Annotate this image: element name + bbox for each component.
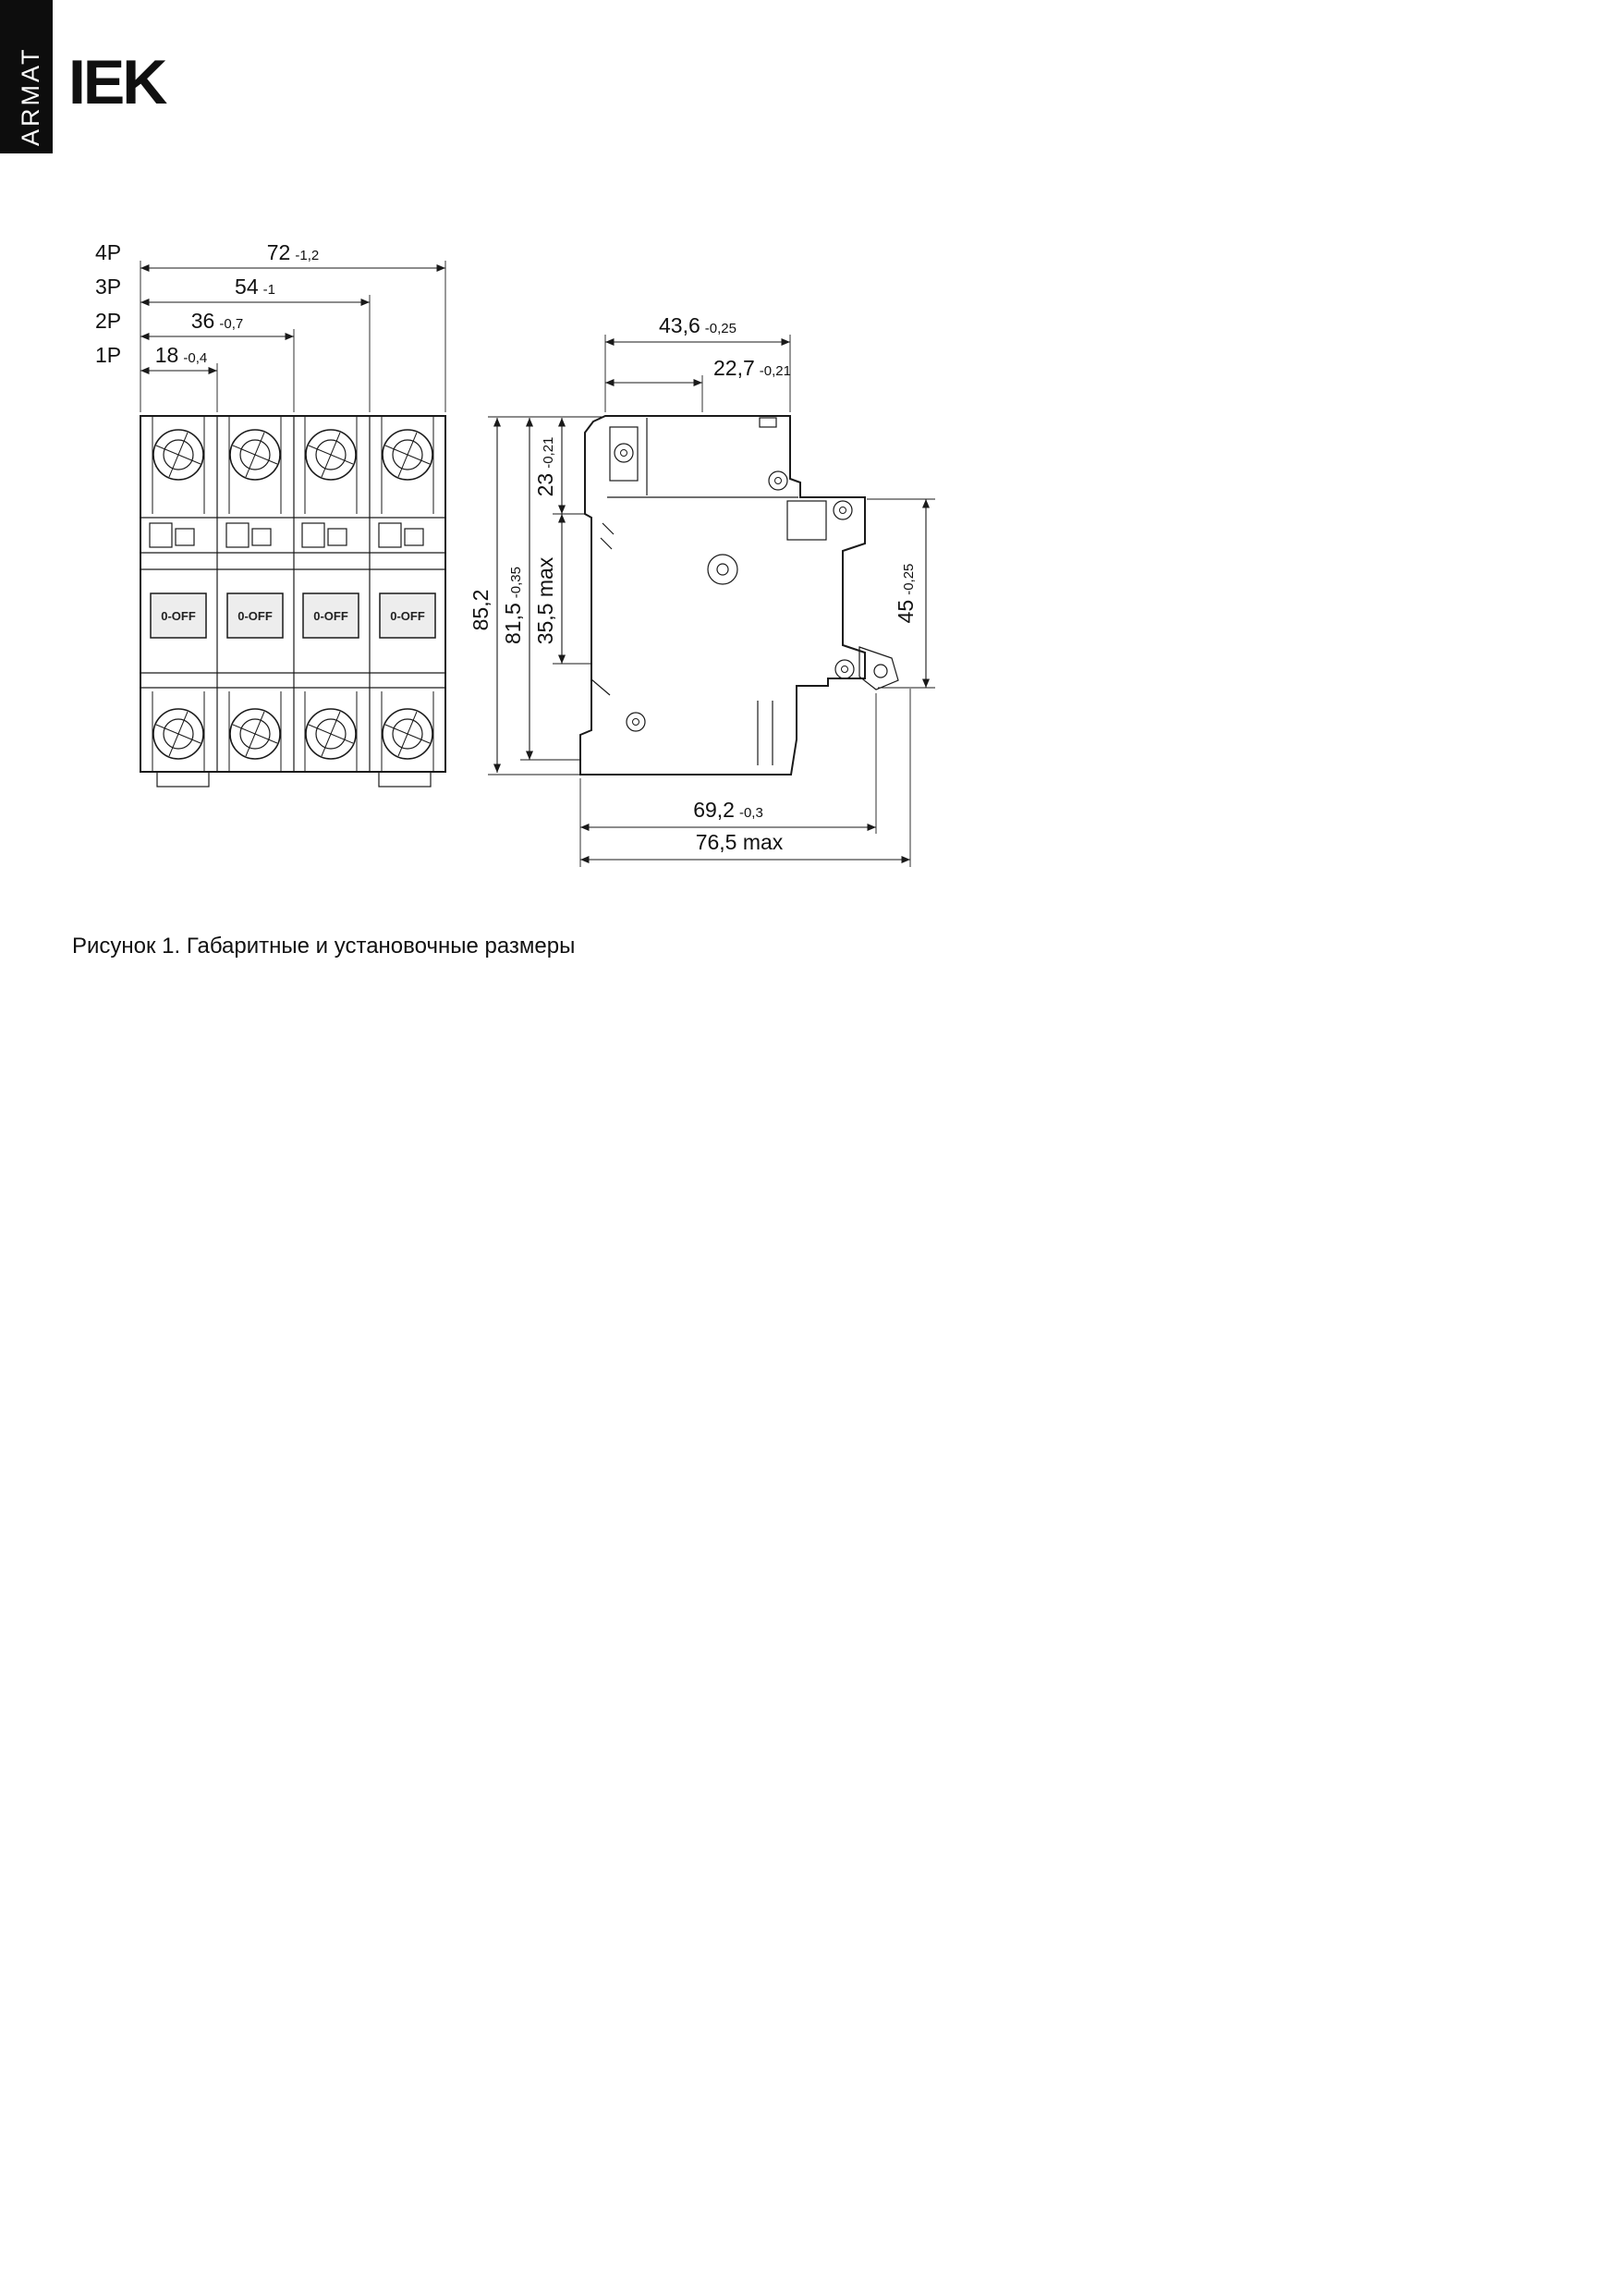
dim-value-bottom-width: 69,2-0,3 bbox=[693, 798, 763, 822]
rivet-icon bbox=[614, 443, 634, 463]
dim-value-terminal-width: 22,7-0,21 bbox=[713, 356, 791, 380]
pole-2: 0-OFF bbox=[225, 416, 284, 772]
front-view: 0-OFF 0-OFF bbox=[95, 240, 446, 788]
rivet-icon bbox=[834, 659, 855, 679]
dimension-1p: 1P 18-0,4 bbox=[95, 343, 217, 374]
center-rivet bbox=[707, 554, 738, 585]
dimension-terminal-depth: 23-0,21 bbox=[533, 418, 566, 514]
dimension-height-body: 81,5-0,35 bbox=[501, 418, 533, 760]
din-clip-left bbox=[156, 771, 210, 788]
terminal-screw-icon bbox=[152, 429, 204, 481]
brand-logo: IEK bbox=[68, 47, 167, 117]
dimension-depth-max: 35,5 max bbox=[533, 514, 566, 664]
terminal-screw-icon bbox=[382, 708, 433, 760]
terminal-screw-icon bbox=[152, 708, 204, 760]
toggle-handle bbox=[226, 592, 284, 639]
dim-value-terminal-depth: 23-0,21 bbox=[533, 437, 557, 497]
pole-label-2p: 2P bbox=[95, 309, 121, 333]
toggle-label: 0-OFF bbox=[313, 609, 348, 623]
dim-value-height-total: 85,2 bbox=[469, 590, 493, 631]
rivet-icon bbox=[768, 470, 788, 491]
front-view-body: 0-OFF 0-OFF bbox=[140, 415, 446, 788]
dimension-bottom-width: 69,2-0,3 bbox=[580, 798, 876, 831]
dimension-top-width: 43,6-0,25 bbox=[605, 313, 790, 346]
dim-value-bottom-max: 76,5 max bbox=[696, 830, 784, 854]
dim-value-din-rail: 45-0,25 bbox=[894, 564, 918, 624]
pole-4: 0-OFF bbox=[378, 416, 436, 772]
pole-label-4p: 4P bbox=[95, 240, 121, 264]
dimension-terminal-width: 22,7-0,21 bbox=[605, 356, 791, 386]
series-label: ARMAT bbox=[17, 47, 44, 147]
din-latch bbox=[858, 646, 899, 690]
front-view-dimensions: 4P 72-1,2 3P 54-1 2P 36-0,7 1P 18-0,4 bbox=[95, 240, 446, 412]
dim-value-1p: 18-0,4 bbox=[155, 343, 207, 367]
rivet-icon bbox=[833, 500, 853, 520]
dim-value-height-body: 81,5-0,35 bbox=[501, 567, 525, 644]
toggle-handle bbox=[379, 592, 436, 639]
pole-1: 0-OFF bbox=[149, 416, 207, 772]
dimension-din-rail: 45-0,25 bbox=[894, 499, 930, 688]
dim-value-4p: 72-1,2 bbox=[267, 240, 319, 264]
terminal-screw-icon bbox=[229, 708, 281, 760]
brand-sidebar: ARMAT bbox=[0, 0, 53, 153]
dimension-3p: 3P 54-1 bbox=[95, 275, 370, 306]
side-view-body bbox=[579, 415, 899, 776]
pole-label-3p: 3P bbox=[95, 275, 121, 299]
side-view-dimensions: 43,6-0,25 22,7-0,21 85,2 81,5-0,35 bbox=[469, 313, 935, 867]
rivet-icon bbox=[626, 712, 646, 732]
dimension-2p: 2P 36-0,7 bbox=[95, 309, 294, 340]
dimension-height-total: 85,2 bbox=[469, 418, 501, 773]
toggle-label: 0-OFF bbox=[161, 609, 196, 623]
dim-value-2p: 36-0,7 bbox=[191, 309, 243, 333]
terminal-screw-icon bbox=[382, 429, 433, 481]
dim-value-top-width: 43,6-0,25 bbox=[659, 313, 736, 337]
dim-value-depth-max: 35,5 max bbox=[533, 556, 557, 644]
brand-sidebar-bg bbox=[0, 0, 53, 153]
toggle-handle bbox=[302, 592, 359, 639]
din-clip-right bbox=[378, 771, 432, 788]
toggle-handle bbox=[150, 592, 207, 639]
toggle-label: 0-OFF bbox=[237, 609, 273, 623]
terminal-screw-icon bbox=[305, 429, 357, 481]
toggle-label: 0-OFF bbox=[390, 609, 425, 623]
side-view: 43,6-0,25 22,7-0,21 85,2 81,5-0,35 bbox=[469, 313, 935, 867]
pole-3: 0-OFF bbox=[301, 416, 359, 772]
dim-value-3p: 54-1 bbox=[235, 275, 275, 299]
terminal-screw-icon bbox=[305, 708, 357, 760]
dimension-bottom-max: 76,5 max bbox=[580, 830, 910, 863]
dimension-4p: 4P 72-1,2 bbox=[95, 240, 445, 272]
terminal-screw-icon bbox=[229, 429, 281, 481]
pole-label-1p: 1P bbox=[95, 343, 121, 367]
figure-caption: Рисунок 1. Габаритные и установочные раз… bbox=[72, 934, 575, 959]
